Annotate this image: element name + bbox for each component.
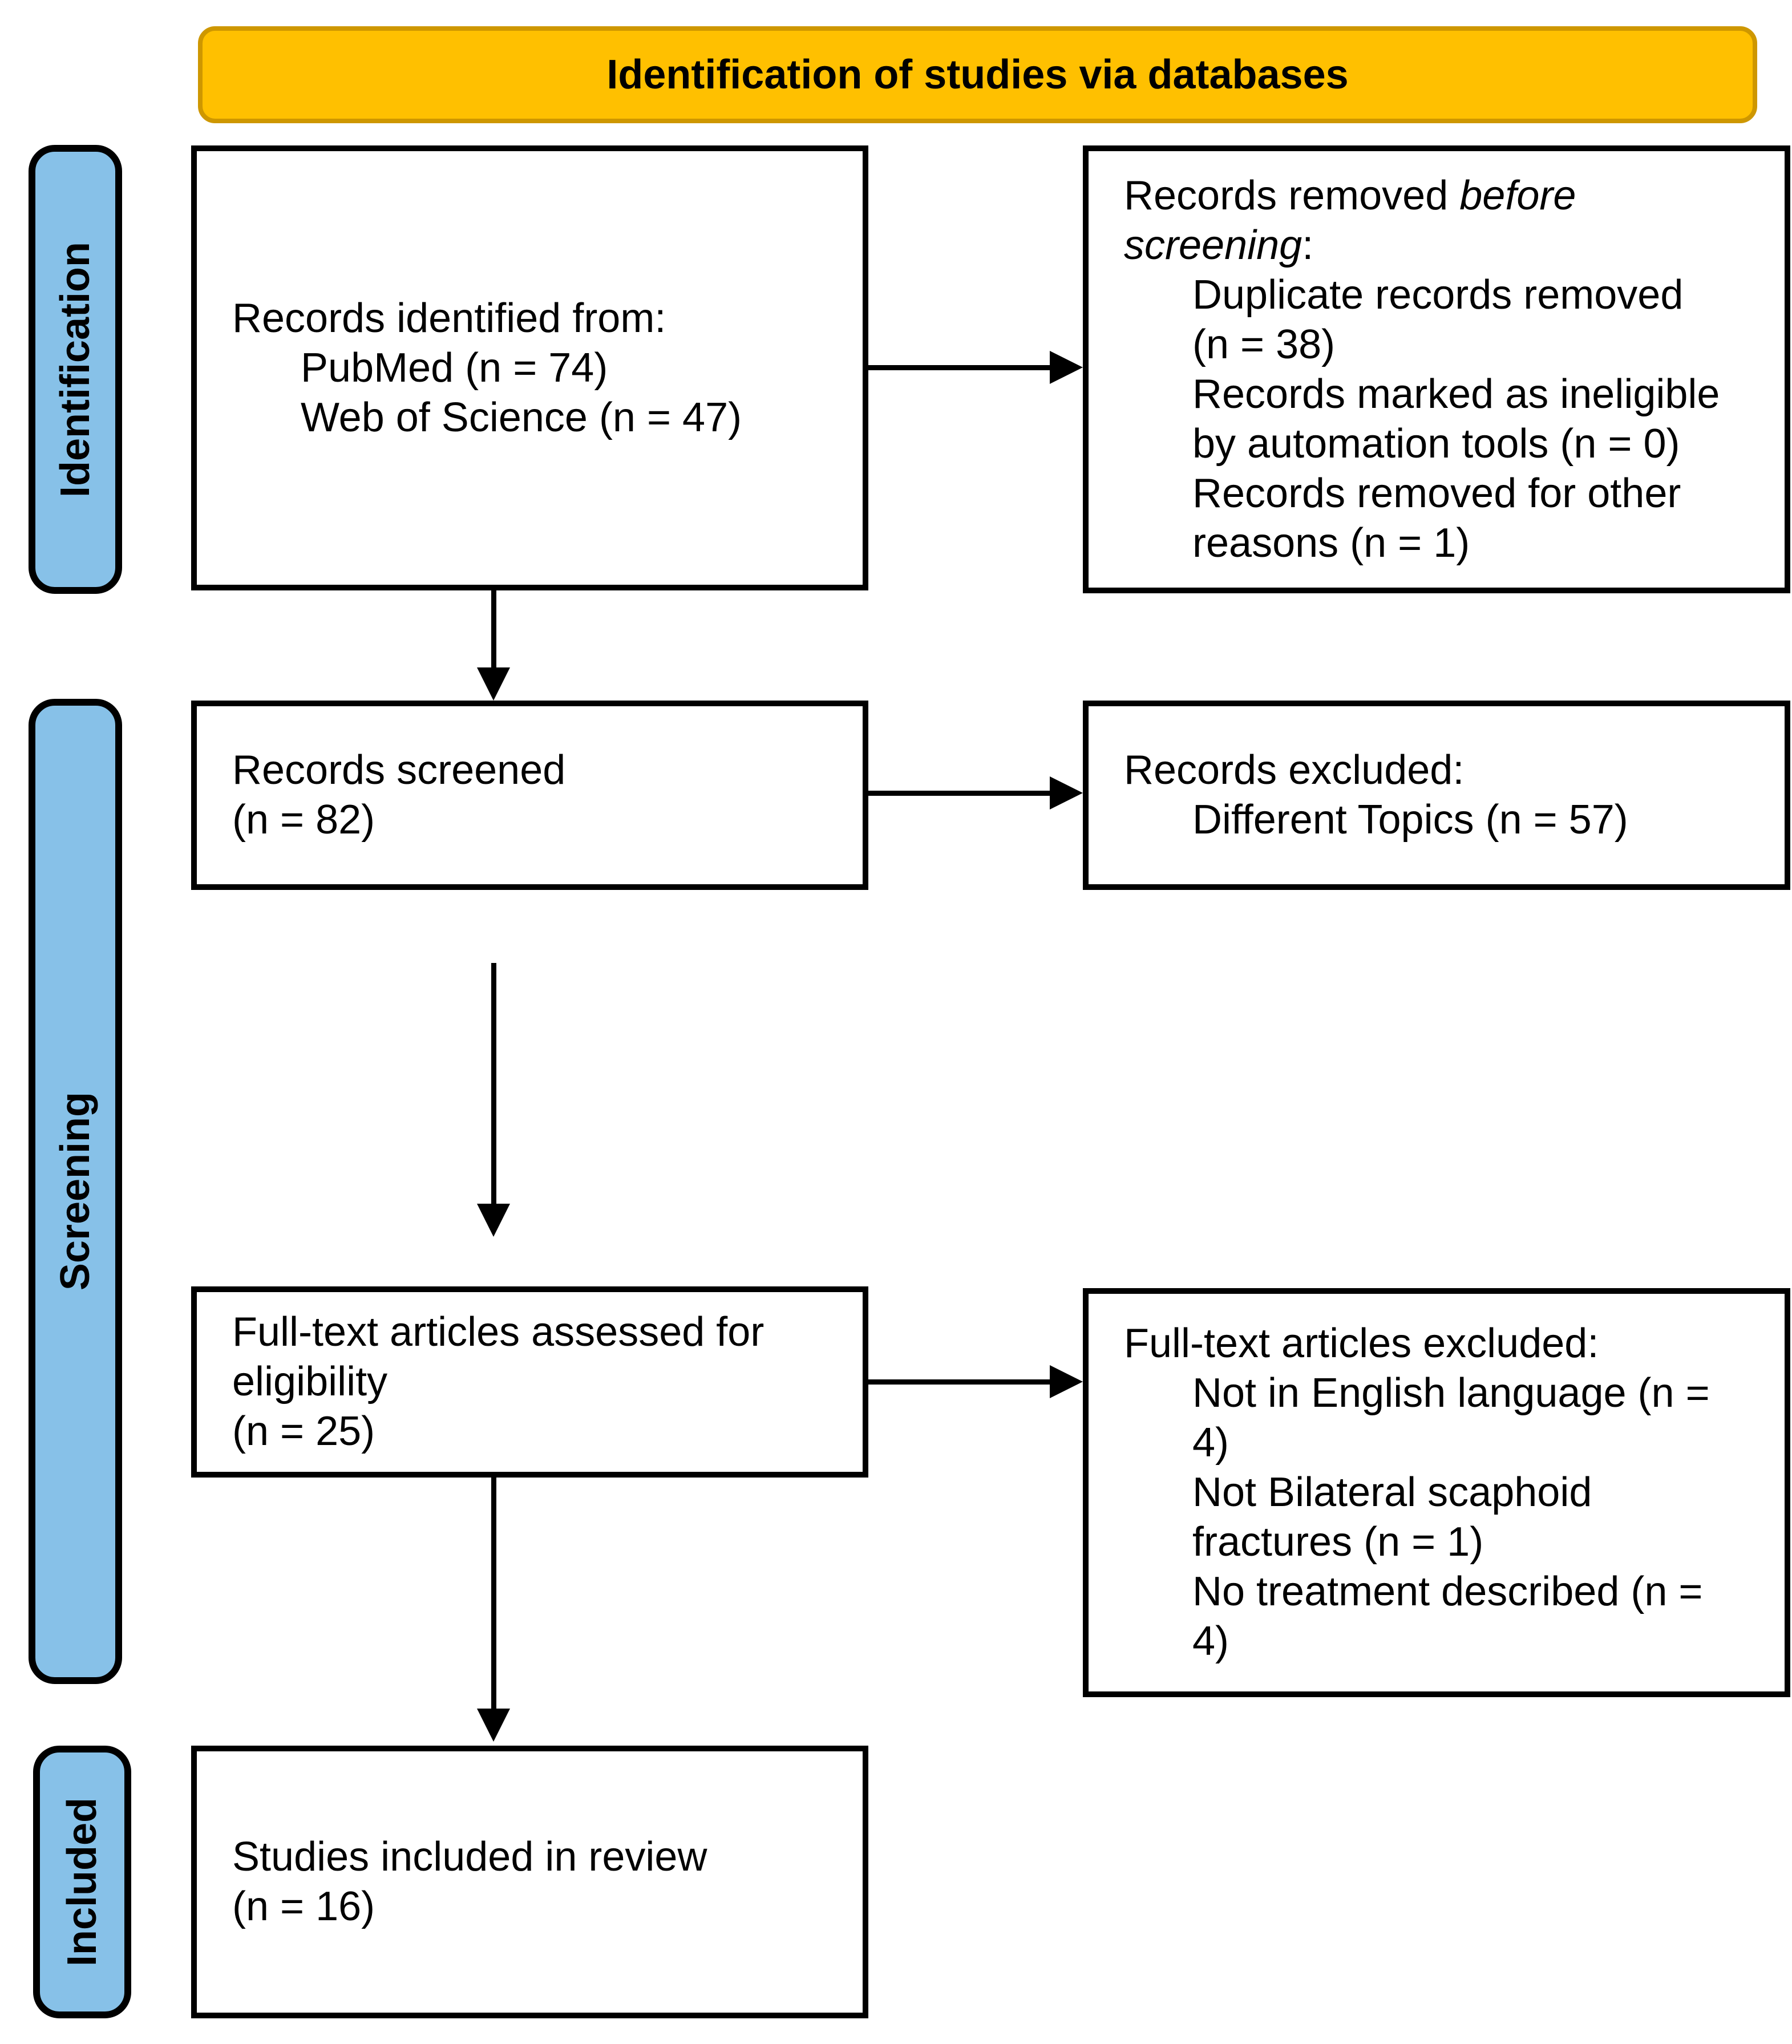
arrow-right-head-icon bbox=[1050, 351, 1083, 384]
text-line: (n = 16) bbox=[232, 1882, 842, 1932]
arrow-shaft bbox=[491, 963, 496, 1205]
banner-label: Identification of studies via databases bbox=[606, 52, 1349, 98]
text-segment: Different Topics (n = 57) bbox=[1192, 797, 1628, 843]
text-segment: Not in English language (n = bbox=[1192, 1370, 1710, 1416]
text-segment: eligibility bbox=[232, 1359, 388, 1405]
text-line: Full-text articles assessed for bbox=[232, 1308, 842, 1357]
text-segment: Records removed bbox=[1124, 172, 1460, 218]
text-segment: No treatment described (n = bbox=[1192, 1569, 1703, 1614]
text-line: screening: bbox=[1124, 221, 1764, 270]
arrow-shaft bbox=[491, 590, 496, 669]
arrow-shaft bbox=[491, 1478, 496, 1710]
text-line: Web of Science (n = 47) bbox=[232, 393, 842, 443]
text-segment-italic: screening bbox=[1124, 222, 1302, 268]
text-line: reasons (n = 1) bbox=[1124, 519, 1764, 568]
stage-tab-included-label: Included bbox=[59, 1797, 105, 1966]
text-segment: (n = 82) bbox=[232, 797, 375, 843]
text-segment: (n = 25) bbox=[232, 1408, 375, 1454]
text-line: Records removed for other bbox=[1124, 469, 1764, 519]
text-segment: reasons (n = 1) bbox=[1192, 520, 1470, 566]
text-line: 4) bbox=[1124, 1617, 1764, 1666]
stage-tab-included: Included bbox=[33, 1746, 131, 2018]
text-segment: Duplicate records removed bbox=[1192, 272, 1684, 318]
text-line: by automation tools (n = 0) bbox=[1124, 419, 1764, 469]
stage-tab-screening: Screening bbox=[29, 699, 122, 1684]
text-segment: : bbox=[1302, 222, 1314, 268]
box-fulltext-excluded: Full-text articles excluded:Not in Engli… bbox=[1083, 1288, 1790, 1697]
text-segment: Web of Science (n = 47) bbox=[301, 394, 742, 440]
text-line: 4) bbox=[1124, 1418, 1764, 1468]
text-segment: (n = 16) bbox=[232, 1884, 375, 1929]
text-line: Different Topics (n = 57) bbox=[1124, 795, 1764, 845]
text-segment: Records screened bbox=[232, 747, 566, 793]
arrow-down-head-icon bbox=[477, 1709, 510, 1742]
arrow-down-head-icon bbox=[477, 667, 510, 701]
text-segment: Full-text articles assessed for bbox=[232, 1309, 764, 1355]
text-line: Studies included in review bbox=[232, 1832, 842, 1882]
text-line: Records removed before bbox=[1124, 171, 1764, 221]
text-line: Not Bilateral scaphoid bbox=[1124, 1468, 1764, 1517]
text-segment: Records excluded: bbox=[1124, 747, 1465, 793]
text-line: Records screened bbox=[232, 746, 842, 795]
arrow-shaft bbox=[868, 1379, 1051, 1385]
text-segment: Records marked as ineligible bbox=[1192, 371, 1720, 417]
text-line: (n = 25) bbox=[232, 1407, 842, 1456]
text-segment: 4) bbox=[1192, 1420, 1229, 1466]
text-line: Records marked as ineligible bbox=[1124, 370, 1764, 419]
arrow-right-head-icon bbox=[1050, 776, 1083, 809]
text-line: Records excluded: bbox=[1124, 746, 1764, 795]
box-records-screened: Records screened(n = 82) bbox=[191, 701, 868, 890]
text-segment: Not Bilateral scaphoid bbox=[1192, 1470, 1592, 1515]
box-studies-included: Studies included in review(n = 16) bbox=[191, 1746, 868, 2018]
arrow-shaft bbox=[868, 365, 1051, 370]
box-records-excluded: Records excluded:Different Topics (n = 5… bbox=[1083, 701, 1790, 890]
arrow-right-head-icon bbox=[1050, 1365, 1083, 1398]
text-line: No treatment described (n = bbox=[1124, 1567, 1764, 1617]
stage-tab-screening-label: Screening bbox=[52, 1092, 98, 1291]
text-segment-italic: before bbox=[1459, 172, 1576, 218]
banner-identification-via-databases: Identification of studies via databases bbox=[198, 26, 1757, 123]
arrow-shaft bbox=[868, 791, 1051, 796]
stage-tab-identification-label: Identification bbox=[52, 241, 98, 497]
arrow-down-head-icon bbox=[477, 1204, 510, 1237]
text-line: Duplicate records removed bbox=[1124, 270, 1764, 320]
text-line: PubMed (n = 74) bbox=[232, 343, 842, 393]
text-segment: by automation tools (n = 0) bbox=[1192, 420, 1680, 467]
text-segment: (n = 38) bbox=[1192, 321, 1336, 367]
text-segment: Studies included in review bbox=[232, 1834, 707, 1880]
text-line: (n = 38) bbox=[1124, 320, 1764, 370]
text-line: eligibility bbox=[232, 1357, 842, 1407]
text-segment: 4) bbox=[1192, 1618, 1229, 1664]
text-segment: Records identified from: bbox=[232, 295, 666, 341]
text-line: Not in English language (n = bbox=[1124, 1369, 1764, 1418]
text-line: Full-text articles excluded: bbox=[1124, 1319, 1764, 1369]
text-line: fractures (n = 1) bbox=[1124, 1517, 1764, 1567]
text-segment: Full-text articles excluded: bbox=[1124, 1321, 1599, 1366]
stage-tab-identification: Identification bbox=[29, 145, 122, 594]
text-segment: Records removed for other bbox=[1192, 470, 1681, 516]
text-line: Records identified from: bbox=[232, 294, 842, 343]
text-segment: PubMed (n = 74) bbox=[301, 345, 608, 391]
box-records-identified: Records identified from:PubMed (n = 74)W… bbox=[191, 145, 868, 590]
text-segment: fractures (n = 1) bbox=[1192, 1519, 1484, 1565]
text-line: (n = 82) bbox=[232, 795, 842, 845]
